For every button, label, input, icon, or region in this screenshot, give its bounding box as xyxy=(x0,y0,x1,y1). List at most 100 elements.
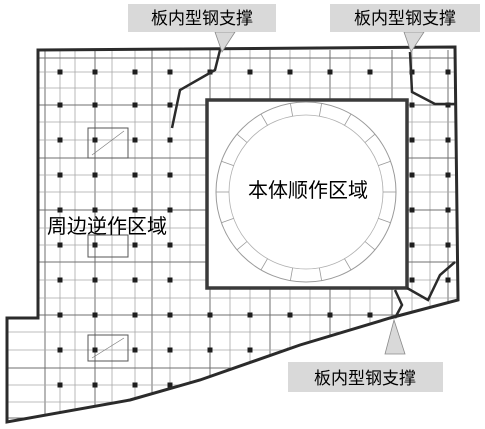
callout-top-left: 板内型钢支撑 xyxy=(128,4,276,32)
column-marker xyxy=(247,69,253,75)
column-marker xyxy=(92,69,98,75)
column-marker xyxy=(409,242,415,248)
ring-spoke xyxy=(221,217,234,224)
column-marker xyxy=(57,137,63,143)
column-marker xyxy=(287,69,293,75)
column-marker xyxy=(445,172,451,178)
zone-label-left: 周边逆作区域 xyxy=(47,214,167,238)
column-marker xyxy=(132,347,138,353)
column-marker xyxy=(92,312,98,318)
column-marker xyxy=(167,102,173,108)
column-marker xyxy=(409,207,415,213)
ring-spoke xyxy=(344,258,352,271)
ring-spoke xyxy=(318,267,323,281)
column-marker xyxy=(92,347,98,353)
column-marker xyxy=(409,347,415,353)
column-marker xyxy=(167,242,173,248)
column-marker xyxy=(167,207,173,213)
column-marker xyxy=(57,172,63,178)
column-marker xyxy=(247,382,253,388)
column-marker xyxy=(167,347,173,353)
column-marker xyxy=(445,312,451,318)
callout-label-top-right: 板内型钢支撑 xyxy=(354,9,456,29)
column-marker xyxy=(132,137,138,143)
ring-spoke xyxy=(344,113,352,126)
column-marker xyxy=(167,172,173,178)
callout-label-bottom-right: 板内型钢支撑 xyxy=(314,369,416,389)
column-marker xyxy=(92,207,98,213)
column-marker xyxy=(445,277,451,283)
ring-spoke xyxy=(289,267,294,281)
callout-box-bottom-right xyxy=(288,362,443,392)
site-outline xyxy=(5,45,460,424)
column-marker xyxy=(367,69,373,75)
column-marker xyxy=(57,207,63,213)
opening-3 xyxy=(87,334,129,362)
callout-pointer-top-right xyxy=(403,31,425,53)
column-marker xyxy=(57,242,63,248)
callout-bottom-right: 板内型钢支撑 xyxy=(288,362,443,392)
steel-brace-bottom-right xyxy=(393,289,404,319)
column-marker xyxy=(445,69,451,75)
column-marker xyxy=(207,347,213,353)
opening-1 xyxy=(87,127,129,159)
column-marker xyxy=(92,172,98,178)
column-marker xyxy=(327,347,333,353)
opening-2 xyxy=(87,234,129,258)
ring-spoke xyxy=(318,103,323,117)
ring-spoke xyxy=(260,113,268,126)
column-marker xyxy=(445,242,451,248)
column-marker xyxy=(92,277,98,283)
ring-spoke xyxy=(236,133,248,143)
ring-spoke xyxy=(364,241,376,251)
openings xyxy=(87,127,129,362)
ring-spoke xyxy=(260,258,268,271)
column-marker xyxy=(132,242,138,248)
column-marker xyxy=(132,312,138,318)
steel-brace-right xyxy=(406,261,456,302)
ring-spoke xyxy=(221,160,234,167)
callout-box-top-right xyxy=(330,4,480,32)
column-marker xyxy=(409,277,415,283)
column-marker xyxy=(445,382,451,388)
column-marker xyxy=(92,102,98,108)
ring-spoke xyxy=(378,160,391,167)
column-marker xyxy=(57,277,63,283)
column-marker xyxy=(367,312,373,318)
column-marker xyxy=(57,347,63,353)
column-marker xyxy=(132,277,138,283)
column-marker xyxy=(247,347,253,353)
column-marker xyxy=(92,242,98,248)
ring-spoke xyxy=(236,241,248,251)
column-marker xyxy=(445,137,451,143)
steel-brace-top-left xyxy=(170,49,222,129)
column-marker xyxy=(409,137,415,143)
ring-structure xyxy=(215,101,397,283)
steel-brace-top-right xyxy=(408,51,455,106)
column-marker xyxy=(445,207,451,213)
column-marker xyxy=(207,312,213,318)
column-marker xyxy=(207,382,213,388)
callout-top-right: 板内型钢支撑 xyxy=(330,4,480,32)
column-marker xyxy=(132,69,138,75)
column-marker xyxy=(57,312,63,318)
column-marker xyxy=(167,137,173,143)
callout-box-top-left xyxy=(128,4,276,32)
ring-spoke xyxy=(289,103,294,117)
column-marker xyxy=(132,207,138,213)
column-marker xyxy=(409,172,415,178)
column-marker xyxy=(167,277,173,283)
column-marker xyxy=(445,347,451,353)
column-marker xyxy=(92,137,98,143)
column-marker xyxy=(57,382,63,388)
column-marker xyxy=(132,382,138,388)
zone-label-center: 本体顺作区域 xyxy=(248,178,368,202)
column-marker xyxy=(327,69,333,75)
column-marker xyxy=(57,69,63,75)
column-marker xyxy=(287,312,293,318)
column-marker xyxy=(57,102,63,108)
ring-spoke xyxy=(378,217,391,224)
callout-label-top-left: 板内型钢支撑 xyxy=(151,9,253,29)
column-marker xyxy=(92,382,98,388)
